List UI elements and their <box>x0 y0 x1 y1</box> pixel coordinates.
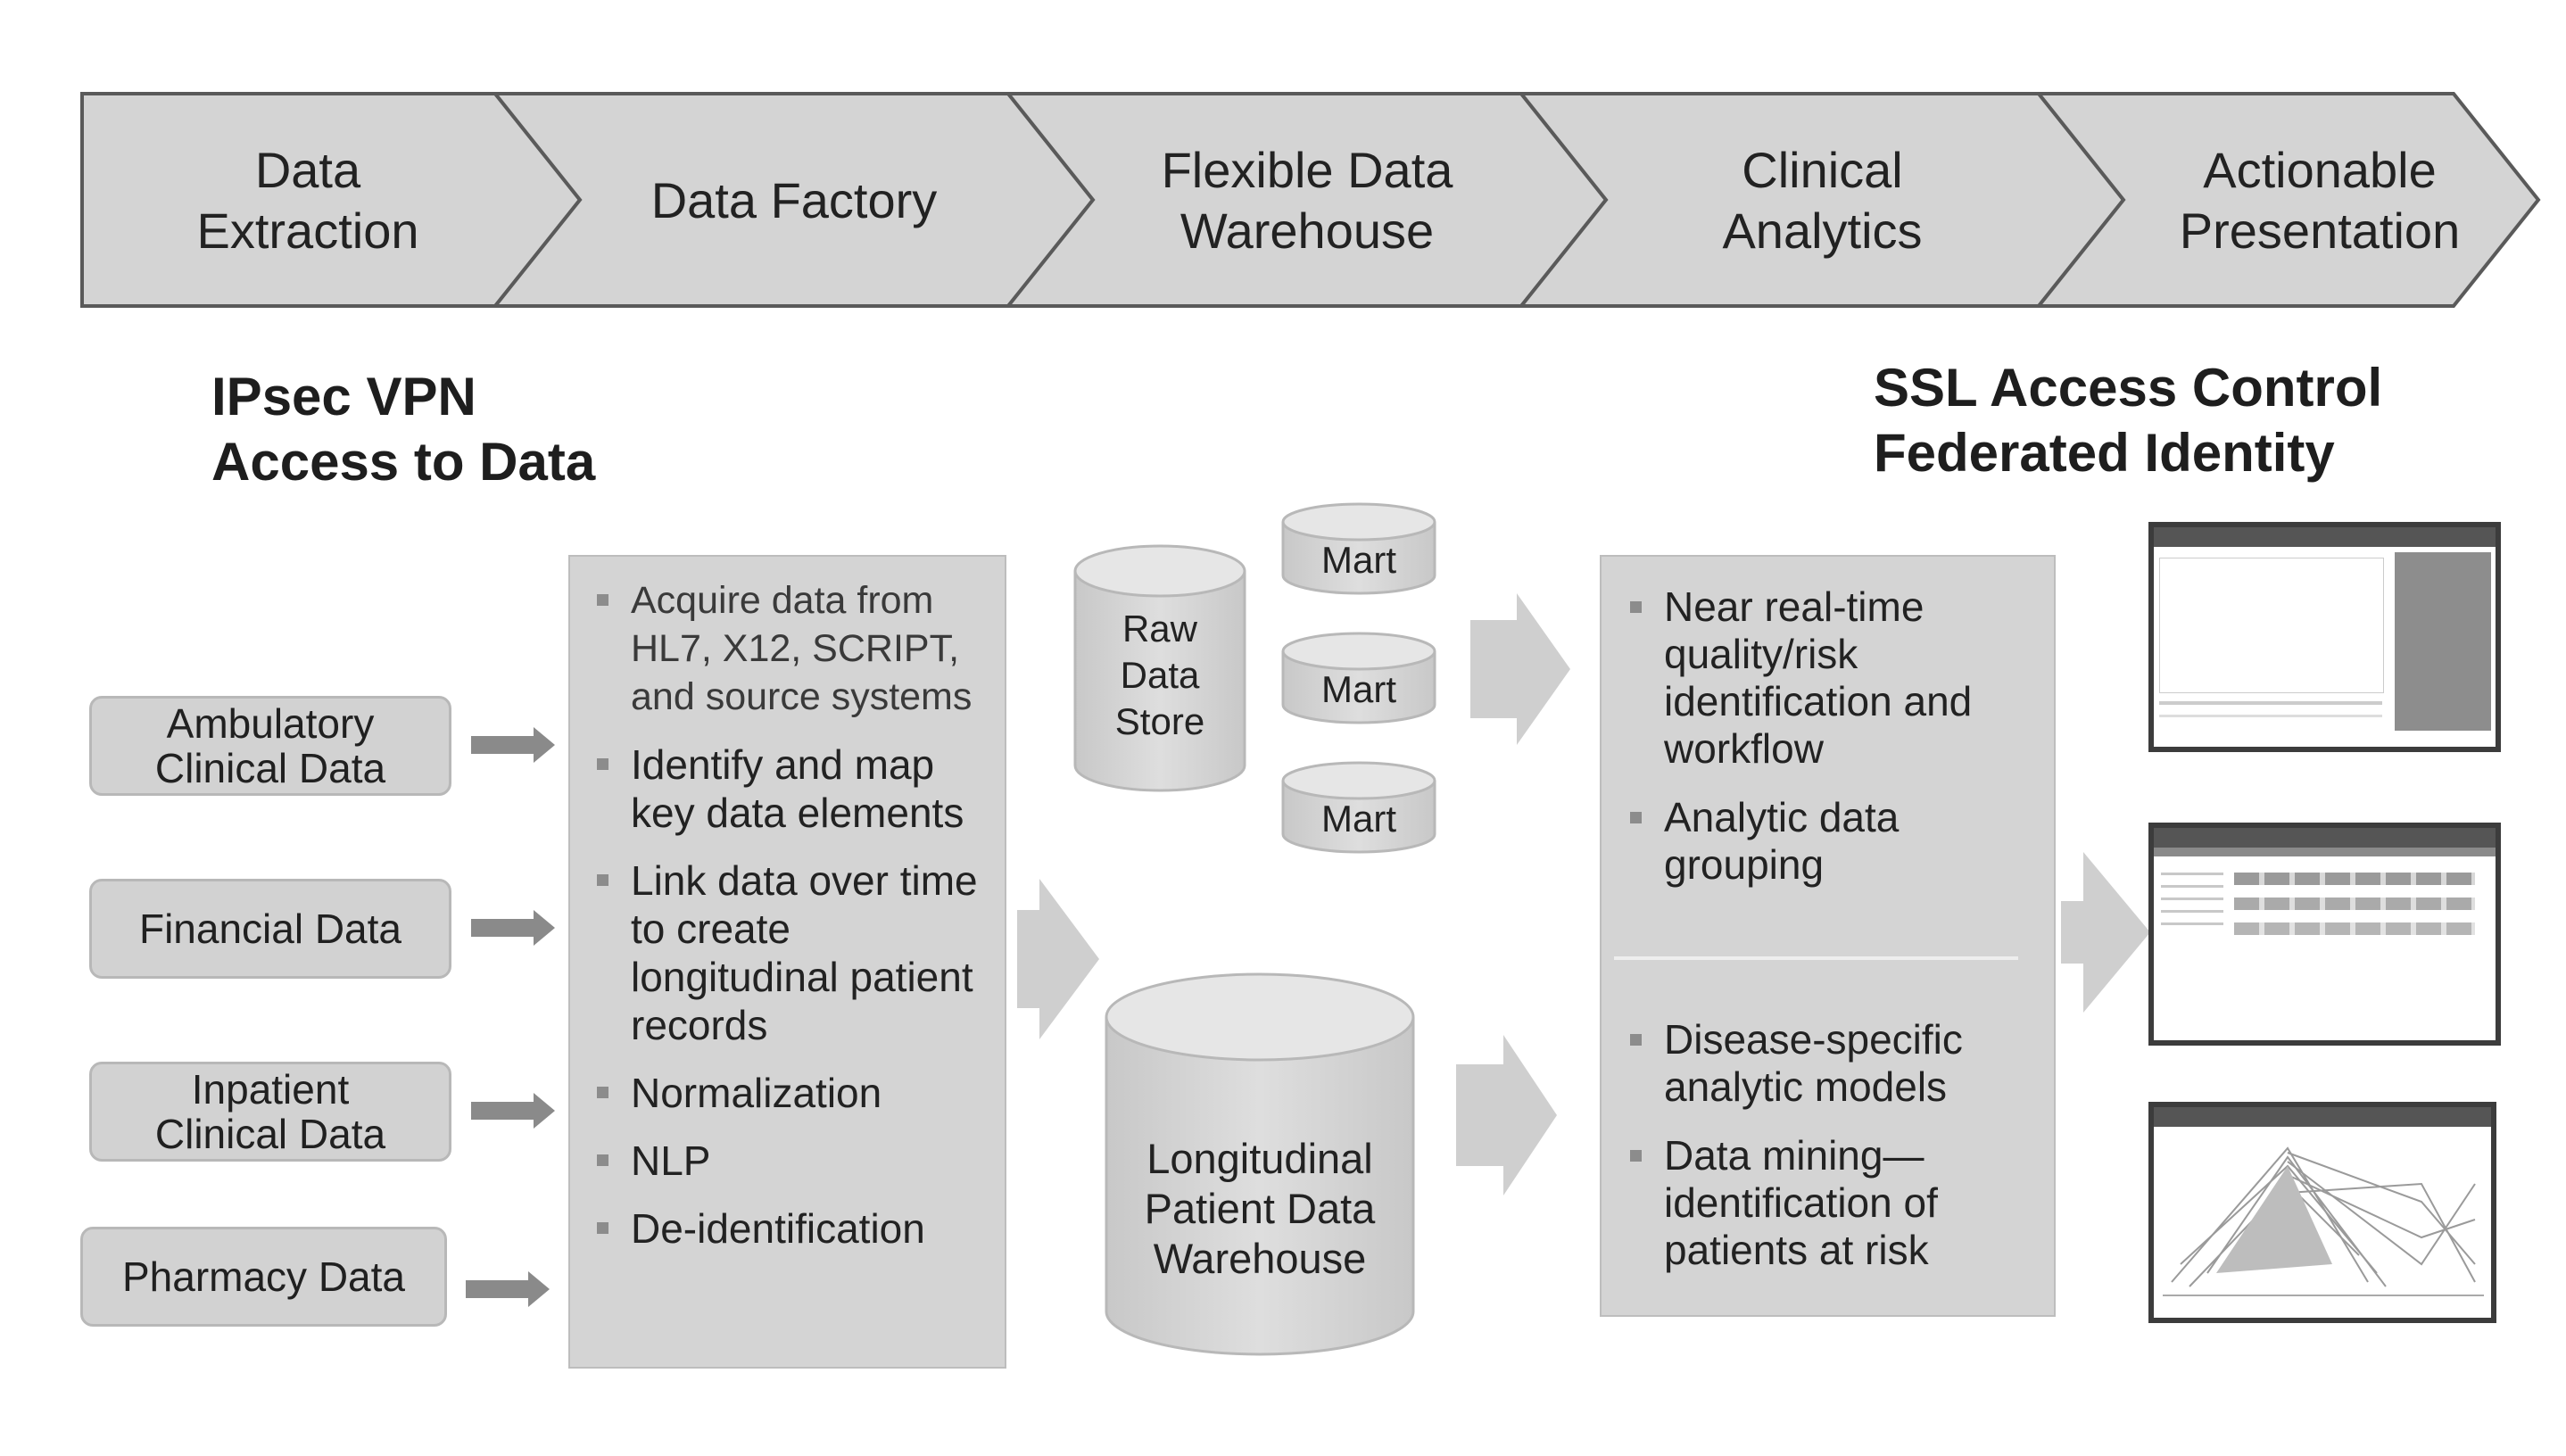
analytics-bullet-grouping: Analytic data grouping <box>1614 794 2041 889</box>
chevron-label-data-factory: Data Factory <box>650 172 938 228</box>
chevron-label-flexible-warehouse: Flexible Data Warehouse <box>1161 142 1453 259</box>
chevron-label-data-extraction: Data Extraction <box>196 142 419 259</box>
dashboard-screenshot-icon <box>2148 522 2501 752</box>
arrow-right-icon <box>471 727 555 763</box>
arrow-right-icon <box>466 1271 550 1307</box>
arrow-right-icon <box>471 1093 555 1129</box>
clinical-analytics-box: Near real-time quality/risk identificati… <box>1600 555 2056 1317</box>
dashboard-screenshot-icon <box>2148 823 2501 1046</box>
chevron-label-actionable-presentation: Actionable Presentation <box>2179 142 2461 259</box>
factory-bullet-normalization: Normalization <box>581 1069 996 1117</box>
database-cylinder-icon <box>1281 761 1436 854</box>
arrow-right-icon <box>2061 852 2150 1013</box>
factory-bullet-identify: Identify and map key data elements <box>581 740 996 837</box>
arrow-right-icon <box>1017 879 1099 1039</box>
chevron-actionable-presentation <box>2034 92 2541 308</box>
analytics-bullet-data-mining: Data mining—identification of patients a… <box>1614 1132 2041 1274</box>
heading-ipsec-vpn: IPsec VPN Access to Data <box>211 367 596 492</box>
source-pharmacy: Pharmacy Data <box>80 1227 447 1327</box>
source-financial: Financial Data <box>89 879 451 979</box>
database-cylinder-icon <box>1281 632 1436 724</box>
raw-data-store-label: Raw Data Store <box>1114 608 1205 742</box>
heading-ssl-access: SSL Access Control Federated Identity <box>1874 358 2383 483</box>
arrow-right-icon <box>471 910 555 946</box>
arrow-right-icon <box>1470 593 1570 745</box>
database-cylinder-icon <box>1281 502 1436 595</box>
chevron-label-clinical-analytics: Clinical Analytics <box>1722 142 1923 259</box>
data-factory-box: Acquire data from HL7, X12, SCRIPT, and … <box>568 555 1006 1369</box>
analytics-bullet-near-real-time: Near real-time quality/risk identificati… <box>1614 583 2041 773</box>
analytics-bullet-disease-models: Disease-specific analytic models <box>1614 1016 2041 1111</box>
factory-bullet-deidentification: De-identification <box>581 1204 996 1253</box>
factory-bullet-nlp: NLP <box>581 1137 996 1185</box>
source-arrows <box>466 727 555 1307</box>
analytics-top-list: Near real-time quality/risk identificati… <box>1614 583 2041 889</box>
process-chain <box>80 92 2541 308</box>
database-cylinder-icon <box>1073 544 1246 792</box>
analytics-divider <box>1614 956 2018 960</box>
factory-bullet-link: Link data over time to create longitudin… <box>581 856 996 1049</box>
source-ambulatory-clinical: Ambulatory Clinical Data <box>89 696 451 796</box>
mart-label-2: Mart <box>1321 668 1396 710</box>
mart-label-3: Mart <box>1321 798 1396 840</box>
factory-bullet-acquire: Acquire data from HL7, X12, SCRIPT, and … <box>581 576 996 721</box>
dashboard-screenshot-icon <box>2148 1102 2496 1323</box>
source-inpatient-clinical: Inpatient Clinical Data <box>89 1062 451 1162</box>
parallel-chart-thumbnail <box>2163 1146 2484 1296</box>
mart-label-1: Mart <box>1321 539 1396 581</box>
arrow-right-icon <box>1456 1035 1557 1195</box>
database-cylinder-icon <box>1105 972 1415 1356</box>
analytics-bottom-list: Disease-specific analytic models Data mi… <box>1614 1016 2041 1295</box>
longitudinal-warehouse-label: Longitudinal Patient Data Warehouse <box>1144 1135 1376 1282</box>
